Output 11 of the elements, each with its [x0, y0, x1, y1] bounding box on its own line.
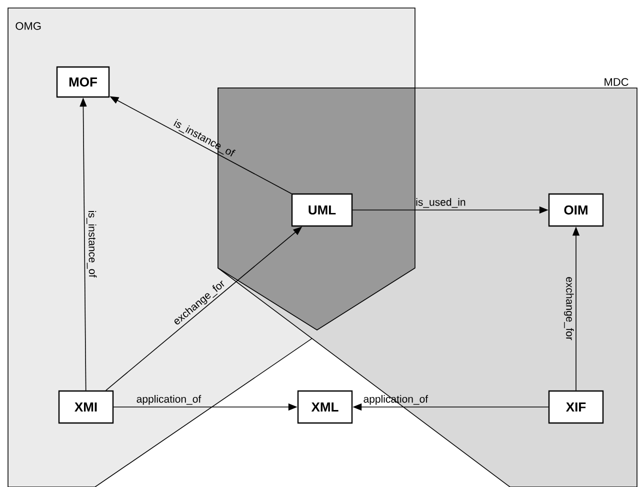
edge-label: is_instance_of: [86, 211, 97, 278]
edge-label: exchange_for: [564, 277, 574, 340]
concept-box: MOF: [56, 66, 110, 98]
edge-label: application_of: [136, 395, 202, 405]
concept-box: OIM: [548, 193, 604, 227]
concept-box: XML: [297, 390, 353, 424]
concept-box: UML: [291, 193, 353, 227]
concept-box: XIF: [548, 390, 604, 424]
concept-box: XMI: [58, 390, 114, 424]
node-label: MDC: [604, 78, 628, 86]
edge-label: is_used_in: [416, 198, 466, 208]
